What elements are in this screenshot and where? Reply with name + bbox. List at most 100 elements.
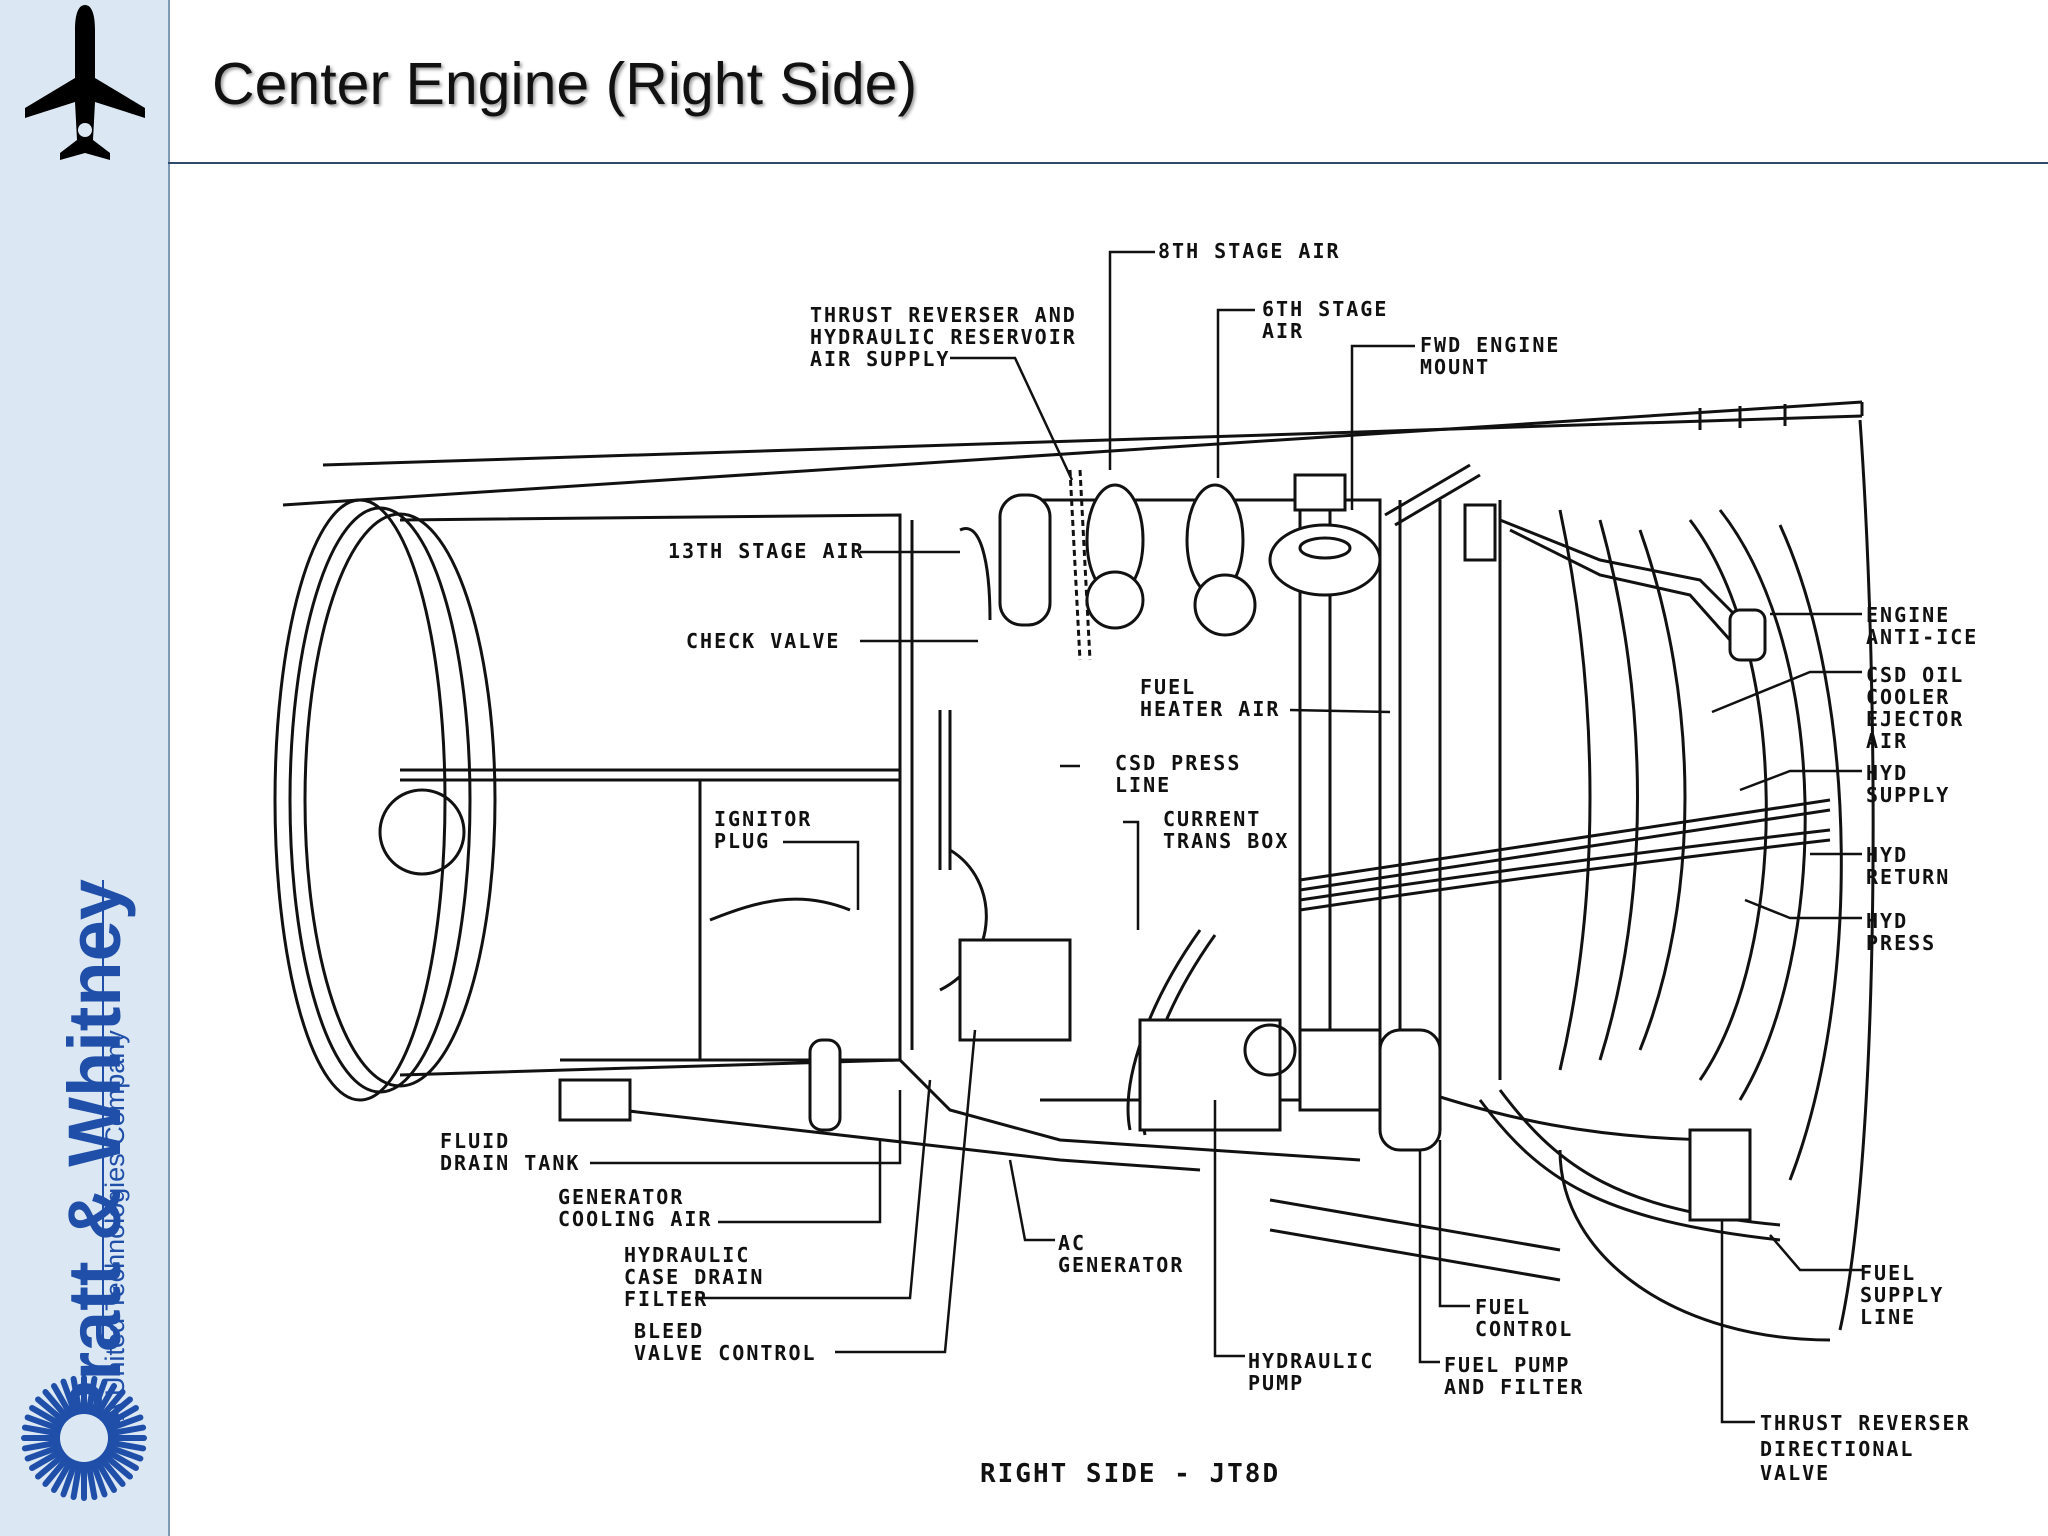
logo-ray [89, 1459, 108, 1498]
logo-ray [97, 1454, 126, 1487]
logo-ray [106, 1424, 147, 1437]
logo-ray [60, 1378, 79, 1417]
svg-text:LINE: LINE [1860, 1305, 1916, 1329]
svg-text:SUPPLY: SUPPLY [1860, 1283, 1944, 1307]
svg-text:COOLER: COOLER [1866, 685, 1950, 709]
label-fuel-pump-filter: FUEL PUMP AND FILTER [1444, 1353, 1584, 1399]
logo-ray [21, 1439, 62, 1452]
svg-text:LINE: LINE [1115, 773, 1171, 797]
svg-text:AIR: AIR [1262, 319, 1304, 343]
svg-text:CHECK VALVE: CHECK VALVE [686, 629, 840, 653]
logo-ray [100, 1396, 133, 1425]
logo-ray [51, 1457, 74, 1493]
svg-text:13TH STAGE AIR: 13TH STAGE AIR [668, 539, 865, 563]
label-hydraulic-case-drain-filter: HYDRAULIC CASE DRAIN FILTER [624, 1243, 764, 1311]
svg-text:PRESS: PRESS [1866, 931, 1936, 955]
logo-ray [85, 1460, 98, 1501]
svg-text:FUEL: FUEL [1475, 1295, 1531, 1319]
svg-text:HYDRAULIC RESERVOIR: HYDRAULIC RESERVOIR [810, 325, 1077, 349]
title-divider [168, 162, 2048, 164]
svg-text:VALVE CONTROL: VALVE CONTROL [634, 1341, 817, 1365]
svg-text:SUPPLY: SUPPLY [1866, 783, 1950, 807]
sidebar: Pratt & Whitney A United Technologies Co… [0, 0, 170, 1536]
svg-text:FUEL: FUEL [1860, 1261, 1916, 1285]
logo-ray [70, 1375, 83, 1416]
logo-ray [21, 1424, 62, 1437]
svg-text:8TH STAGE AIR: 8TH STAGE AIR [1158, 239, 1341, 263]
svg-text:FUEL: FUEL [1140, 675, 1196, 699]
svg-text:HYD: HYD [1866, 761, 1908, 785]
svg-text:DIRECTIONAL: DIRECTIONAL [1760, 1437, 1914, 1461]
svg-text:COOLING AIR: COOLING AIR [558, 1207, 712, 1231]
svg-text:ENGINE: ENGINE [1866, 603, 1950, 627]
logo-ray [24, 1414, 63, 1433]
svg-text:CURRENT: CURRENT [1163, 807, 1261, 831]
svg-text:ANTI-ICE: ANTI-ICE [1866, 625, 1978, 649]
company-tagline: A United Technologies Company [100, 1030, 130, 1420]
svg-text:MOUNT: MOUNT [1420, 355, 1490, 379]
svg-text:HYDRAULIC: HYDRAULIC [624, 1243, 750, 1267]
svg-text:CSD OIL: CSD OIL [1866, 663, 1964, 687]
svg-text:HEATER AIR: HEATER AIR [1140, 697, 1280, 721]
label-csd-press-line: CSD PRESS LINE [1115, 751, 1241, 797]
slide-title: Center Engine (Right Side) [212, 51, 918, 117]
svg-text:6TH STAGE: 6TH STAGE [1262, 297, 1388, 321]
svg-text:HYD: HYD [1866, 843, 1908, 867]
label-thrust-reverser-valve: THRUST REVERSER DIRECTIONAL VALVE [1760, 1411, 1971, 1485]
brand-divider [102, 880, 104, 1340]
pw-eagle-logo [21, 1375, 147, 1501]
label-hyd-supply: HYD SUPPLY [1866, 761, 1950, 807]
logo-ray [85, 1375, 98, 1416]
svg-text:RETURN: RETURN [1866, 865, 1950, 889]
label-8th-stage-air: 8TH STAGE AIR [1158, 239, 1341, 263]
label-hydraulic-pump: HYDRAULIC PUMP [1248, 1349, 1374, 1395]
logo-ray [106, 1439, 147, 1452]
svg-text:CSD PRESS: CSD PRESS [1115, 751, 1241, 775]
svg-text:THRUST REVERSER AND: THRUST REVERSER AND [810, 303, 1077, 327]
label-engine-anti-ice: ENGINE ANTI-ICE [1866, 603, 1978, 649]
label-fuel-heater-air: FUEL HEATER AIR [1140, 675, 1280, 721]
svg-text:PLUG: PLUG [714, 829, 770, 853]
svg-text:CASE DRAIN: CASE DRAIN [624, 1265, 764, 1289]
logo-ray [70, 1460, 83, 1501]
svg-text:TRANS BOX: TRANS BOX [1163, 829, 1289, 853]
svg-text:EJECTOR: EJECTOR [1866, 707, 1964, 731]
svg-text:AIR: AIR [1866, 729, 1908, 753]
label-fuel-control: FUEL CONTROL [1475, 1295, 1573, 1341]
logo-ray [42, 1389, 71, 1422]
svg-text:FWD ENGINE: FWD ENGINE [1420, 333, 1560, 357]
logo-ray [24, 1443, 63, 1462]
label-6th-stage-air: 6TH STAGE AIR [1262, 297, 1388, 343]
label-13th-stage-air: 13TH STAGE AIR [668, 539, 865, 563]
logo-ray [60, 1459, 79, 1498]
label-csd-oil-cooler: CSD OIL COOLER EJECTOR AIR [1866, 663, 1964, 753]
svg-text:AC: AC [1058, 1231, 1086, 1255]
svg-text:FUEL PUMP: FUEL PUMP [1444, 1353, 1570, 1377]
label-hyd-press: HYD PRESS [1866, 909, 1936, 955]
label-check-valve: CHECK VALVE [686, 629, 840, 653]
logo-ray [89, 1378, 108, 1417]
label-fwd-engine-mount: FWD ENGINE MOUNT [1420, 333, 1560, 379]
logo-ray [100, 1451, 133, 1480]
logo-ray [105, 1414, 144, 1433]
logo-ray [35, 1451, 68, 1480]
logo-ray [94, 1457, 117, 1493]
svg-text:HYD: HYD [1866, 909, 1908, 933]
label-fluid-drain-tank: FLUID DRAIN TANK [440, 1129, 580, 1175]
svg-text:CONTROL: CONTROL [1475, 1317, 1573, 1341]
diagram-caption: RIGHT SIDE - JT8D [980, 1459, 1280, 1489]
svg-text:GENERATOR: GENERATOR [1058, 1253, 1184, 1277]
svg-text:FILTER: FILTER [624, 1287, 708, 1311]
svg-text:HYDRAULIC: HYDRAULIC [1248, 1349, 1374, 1373]
logo-ray [35, 1396, 68, 1425]
svg-text:DRAIN TANK: DRAIN TANK [440, 1151, 580, 1175]
airplane-icon [25, 5, 145, 160]
svg-text:VALVE: VALVE [1760, 1461, 1830, 1485]
svg-text:THRUST REVERSER: THRUST REVERSER [1760, 1411, 1971, 1435]
logo-ray [51, 1383, 74, 1419]
logo-ray [29, 1448, 65, 1471]
svg-text:PUMP: PUMP [1248, 1371, 1304, 1395]
label-ac-generator: AC GENERATOR [1058, 1231, 1184, 1277]
svg-text:AND FILTER: AND FILTER [1444, 1375, 1584, 1399]
logo-ray [29, 1405, 65, 1428]
